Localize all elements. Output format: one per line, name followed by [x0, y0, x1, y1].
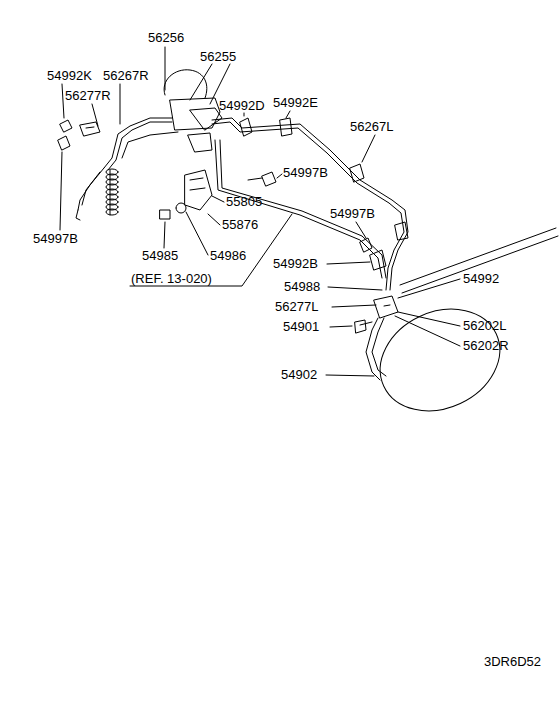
callout-number: 54901 [283, 320, 319, 334]
callout-number: 56267R [103, 69, 149, 83]
callout-number: 54992K [47, 69, 92, 83]
callout-number: 54992B [273, 257, 318, 271]
callout-number: 56256 [148, 31, 184, 45]
hose-coil [106, 209, 118, 215]
callout-number: 55876 [222, 218, 258, 232]
callout-number: 56277R [65, 89, 111, 103]
callout-number: 54986 [210, 249, 246, 263]
callout-number: 55805 [226, 195, 262, 209]
callout-number: 54997B [33, 232, 78, 246]
callout-number: 54992 [463, 272, 499, 286]
callout-number: 56202R [463, 339, 509, 353]
callout-number: 54985 [142, 249, 178, 263]
callout-number: 54997B [283, 166, 328, 180]
callout-number: 54992E [273, 96, 318, 110]
callout-number: 54992D [219, 99, 265, 113]
figure-code: 3DR6D52 [484, 655, 541, 669]
callout-number: (REF. 13-020) [131, 272, 212, 286]
callout-number: 54988 [284, 280, 320, 294]
callout-number: 56267L [350, 120, 393, 134]
callout-number: 54902 [281, 368, 317, 382]
callout-number: 56202L [463, 319, 506, 333]
callout-number: 56255 [200, 50, 236, 64]
callout-number: 54997B [330, 207, 375, 221]
callout-number: 56277L [275, 300, 318, 314]
